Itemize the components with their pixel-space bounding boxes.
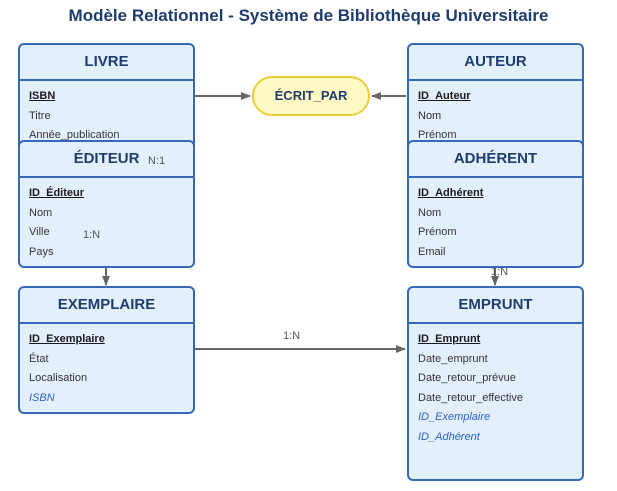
entity-auteur-name: AUTEUR	[409, 45, 582, 81]
attribute-auteur-field: Prénom	[418, 129, 457, 142]
attribute-livre-field: Titre	[29, 109, 51, 122]
attribute-adherent-field: Prénom	[418, 226, 457, 239]
attribute-auteur-field: Nom	[418, 109, 442, 122]
diagram-title: Modèle Relationnel - Système de Biblioth…	[68, 6, 549, 25]
attribute-editeur-field: Pays	[29, 245, 54, 258]
entity-livre-name: LIVRE	[20, 45, 193, 81]
entity-adherent-name: ADHÉRENT	[409, 142, 582, 178]
attribute-exemplaire-field: Localisation	[29, 372, 88, 385]
entity-exemplaire-name: EXEMPLAIRE	[20, 288, 193, 324]
attribute-emprunt-primary-key: ID_Emprunt	[418, 333, 481, 345]
attribute-adherent-primary-key: ID_Adhérent	[418, 187, 484, 199]
attribute-exemplaire-field: État	[29, 352, 49, 365]
attribute-adherent-field: Email	[418, 245, 446, 258]
attribute-emprunt-foreign-key: ID_Adhérent	[418, 430, 480, 443]
attribute-emprunt-field: Date_retour_prévue	[418, 372, 516, 385]
attribute-emprunt-field: Date_emprunt	[418, 352, 488, 365]
cardinality-exemplaire-emprunt: 1:N	[283, 330, 301, 342]
attribute-editeur-field: Ville	[29, 226, 50, 239]
attribute-exemplaire-primary-key: ID_Exemplaire	[29, 333, 105, 345]
attribute-editeur-primary-key: ID_Éditeur	[29, 187, 85, 199]
cardinality-editeur-livre: N:1	[148, 155, 166, 167]
attribute-exemplaire-foreign-key: ISBN	[29, 391, 55, 404]
relation-ecrit-par: ÉCRIT_PAR	[252, 76, 370, 116]
cardinality-livre-exemplaire: 1:N	[83, 229, 101, 241]
entity-editeur-name: ÉDITEUR	[20, 142, 193, 178]
attribute-livre-field: Année_publication	[29, 129, 120, 142]
attribute-livre-primary-key: ISBN	[29, 90, 56, 102]
attribute-emprunt-foreign-key: ID_Exemplaire	[418, 411, 491, 424]
attribute-auteur-primary-key: ID_Auteur	[418, 90, 471, 102]
cardinality-adherent-emprunt: 1:N	[491, 266, 509, 278]
attribute-adherent-field: Nom	[418, 206, 442, 219]
attribute-editeur-field: Nom	[29, 206, 53, 219]
entity-emprunt-name: EMPRUNT	[409, 288, 582, 324]
attribute-emprunt-field: Date_retour_effective	[418, 391, 523, 404]
